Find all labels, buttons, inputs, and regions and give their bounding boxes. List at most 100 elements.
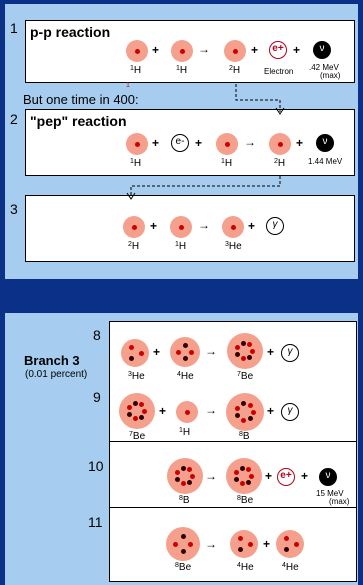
nucleon-dot: [247, 541, 253, 547]
nucleon-dot: [247, 354, 253, 360]
nucleon-dot: [131, 224, 137, 230]
arrow: →: [205, 344, 217, 358]
isotope-label: 1H: [179, 427, 191, 438]
plus-sign: +: [153, 345, 161, 359]
nucleon-dot: [175, 476, 181, 482]
nucleon-dot: [127, 405, 133, 411]
nucleon-dot: [250, 409, 256, 415]
nucleon-dot: [184, 409, 190, 415]
row-number-8: 8: [93, 327, 101, 343]
nucleon-dot: [230, 224, 236, 230]
nucleon-dot: [187, 479, 193, 485]
nucleon-dot: [139, 414, 145, 420]
nucleon-dot: [284, 546, 290, 552]
arrow: →: [244, 135, 256, 149]
proton-nucleus: [170, 216, 192, 238]
plus-sign: +: [159, 404, 167, 418]
isotope-label: 1H: [175, 241, 187, 252]
energy-label: 15 MeV: [316, 489, 344, 498]
nucleon-dot: [234, 470, 240, 476]
deuteron-nucleus: [269, 133, 291, 155]
plus-sign: +: [248, 219, 256, 233]
nucleon-dot: [249, 473, 255, 479]
neutrino-icon: ν: [316, 134, 334, 152]
nucleon-dot: [238, 536, 244, 542]
nucleon-dot: [180, 548, 186, 554]
beryllium8-nucleus: [166, 527, 200, 561]
plus-sign: +: [251, 43, 259, 57]
nucleon-dot: [240, 401, 246, 407]
nucleon-dot: [247, 402, 253, 408]
isotope-label: 8B: [239, 431, 250, 442]
isotope-label: 4He: [237, 562, 254, 573]
nucleon-dot: [139, 402, 145, 408]
isotope-label: 1H: [130, 158, 142, 169]
isotope-label: 3He: [128, 371, 145, 382]
nucleon-dot: [277, 141, 283, 147]
helium4-nucleus: [230, 530, 258, 558]
reaction-title-pep: "pep" reaction: [30, 113, 127, 129]
nucleon-dot: [293, 541, 299, 547]
plus-sign: +: [150, 219, 158, 233]
nucleon-dot: [187, 541, 193, 547]
nucleon-dot: [132, 400, 138, 406]
plus-sign: +: [263, 537, 271, 551]
nucleon-dot: [175, 470, 181, 476]
positron-icon: e+: [277, 468, 295, 486]
boron8-nucleus: [167, 458, 203, 494]
proton-nucleus: [176, 401, 198, 423]
nucleon-dot: [182, 356, 188, 362]
isotope-label: 2H: [229, 65, 241, 76]
neutrino-icon: ν: [313, 41, 331, 59]
row-number-11: 11: [88, 514, 103, 530]
max-label: (max): [320, 71, 341, 80]
nucleon-dot: [134, 48, 140, 54]
plus-sign: +: [152, 136, 160, 150]
nucleon-dot: [250, 348, 256, 354]
pep-note: But one time in 400:: [23, 92, 139, 107]
branch-subtitle: (0.01 percent): [25, 369, 88, 380]
nucleon-dot: [180, 481, 186, 487]
helium4-nucleus: [170, 337, 200, 367]
deuteron-nucleus: [123, 216, 145, 238]
divider: [109, 507, 357, 508]
arrow: →: [205, 469, 217, 483]
plus-sign: +: [267, 404, 275, 418]
max-label: (max): [329, 497, 350, 506]
nucleon-dot: [284, 536, 290, 542]
isotope-label: 4He: [282, 562, 299, 573]
nucleon-dot: [240, 340, 246, 346]
nucleon-dot: [189, 349, 195, 355]
isotope-label: 2H: [128, 241, 140, 252]
reaction-box-3: + → + γ 2H 1H 3He: [25, 195, 355, 262]
helium3-nucleus: [121, 339, 149, 367]
proton-nucleus: [126, 133, 148, 155]
isotope-label: 8Be: [237, 495, 254, 506]
isotope-label: 1H: [221, 158, 233, 169]
nucleon-dot: [180, 465, 186, 471]
row-number-9: 9: [93, 389, 101, 405]
beryllium7-nucleus: [227, 333, 263, 369]
energy-label: .42 MeV: [309, 63, 339, 72]
nucleon-dot: [134, 141, 140, 147]
isotope-label: 7Be: [129, 431, 146, 442]
isotope-label: 3He: [225, 241, 242, 252]
neutrino-icon: ν: [319, 468, 337, 486]
nucleon-dot: [190, 473, 196, 479]
nucleon-dot: [246, 479, 252, 485]
nucleon-dot: [232, 48, 238, 54]
beryllium8-nucleus: [226, 458, 262, 494]
nucleon-dot: [138, 350, 144, 356]
branch3-panel: Branch 3 (0.01 percent) 8 9 10 11 + → + …: [5, 313, 358, 585]
plus-sign: +: [301, 469, 309, 483]
arrow: →: [198, 218, 210, 232]
reaction-title-pp: p-p reaction: [30, 24, 111, 40]
deuteron-nucleus: [224, 40, 246, 62]
helium4-nucleus: [276, 530, 304, 558]
nucleon-dot: [129, 355, 135, 361]
nucleon-dot: [247, 342, 253, 348]
nucleon-dot: [175, 349, 181, 355]
nucleon-dot: [182, 342, 188, 348]
